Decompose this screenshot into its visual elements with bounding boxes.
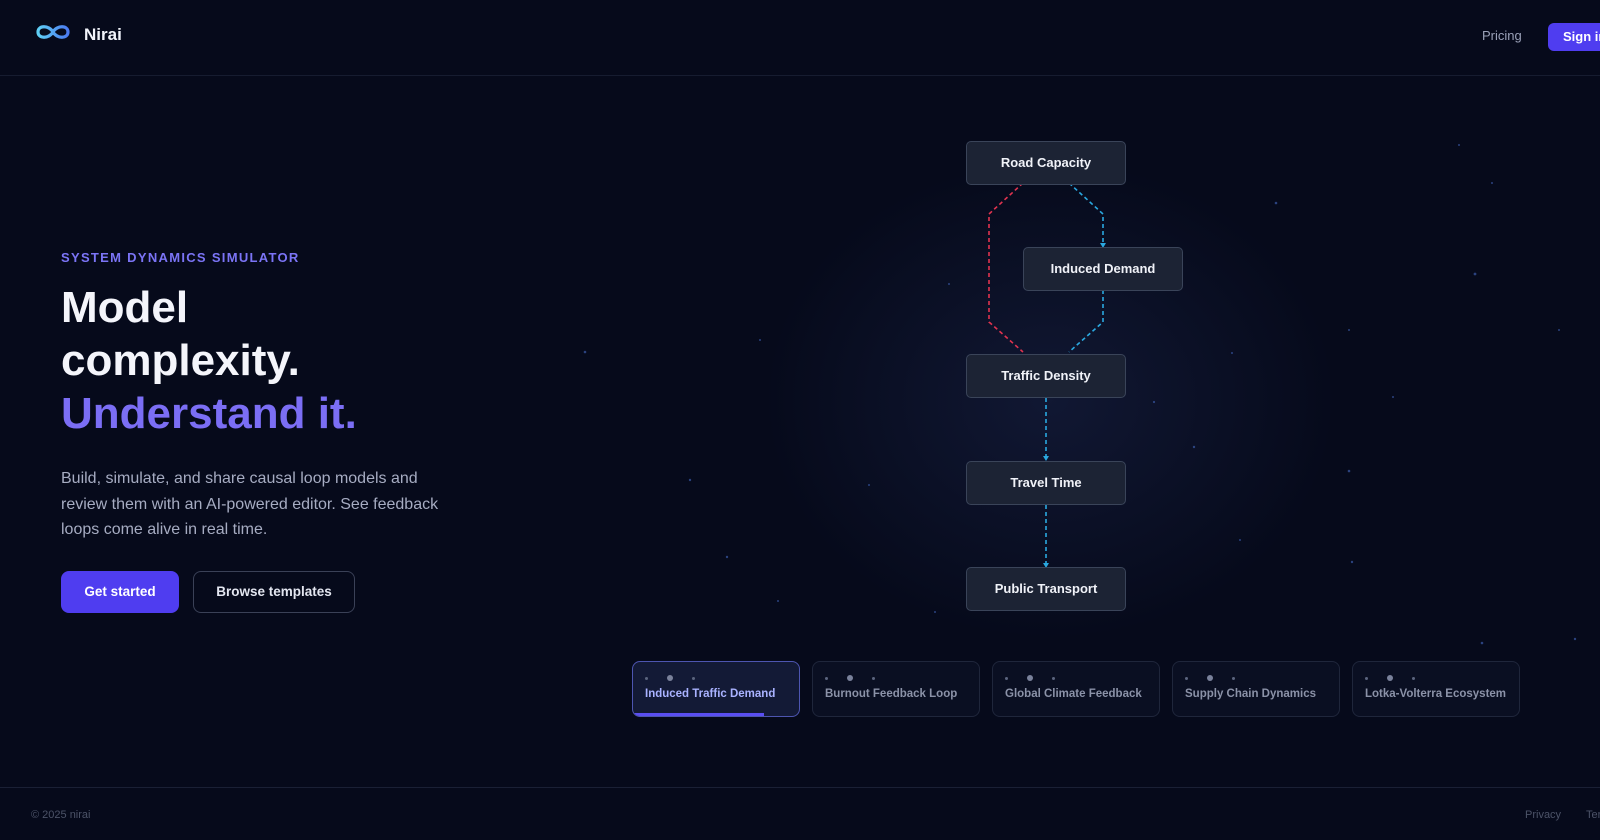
hero-description: Build, simulate, and share causal loop m… [61,470,439,538]
browse-templates-button[interactable]: Browse templates [193,571,355,613]
get-started-button[interactable]: Get started [61,571,179,613]
top-navigation-bar: Nirai Pricing Sign in [0,0,1600,76]
footer: © 2025 nirai Privacy Terms [0,787,1600,840]
template-tab[interactable]: Induced Traffic Demand [632,661,800,717]
copyright-text: © 2025 nirai [31,809,91,821]
node-traffic-density[interactable]: Traffic Density [966,354,1126,398]
star-field [583,144,1577,645]
link-capacity-to-density [988,182,1024,353]
node-induced-demand[interactable]: Induced Demand [1023,247,1183,291]
template-progress-bar [633,713,764,716]
nav-pricing-link[interactable]: Pricing [1482,28,1522,43]
template-tab[interactable]: Burnout Feedback Loop [812,661,980,717]
template-tab-label: Global Climate Feedback [1005,688,1142,700]
headline-line-2: complexity. [61,336,300,385]
hero-headline: Model complexity. Understand it. [61,281,521,440]
template-tab[interactable]: Global Climate Feedback [992,661,1160,717]
template-tab-label: Supply Chain Dynamics [1185,688,1317,700]
template-tab-label: Lotka-Volterra Ecosystem [1365,688,1507,700]
hero-section: SYSTEM DYNAMICS SIMULATOR Model complexi… [61,250,521,543]
node-road-capacity[interactable]: Road Capacity [966,141,1126,185]
node-public-transport[interactable]: Public Transport [966,567,1126,611]
mini-graph-icon [645,675,714,681]
footer-privacy-link[interactable]: Privacy [1525,809,1562,821]
infinity-logo-icon [34,22,72,47]
headline-accent: Understand it. [61,389,357,438]
brand-name: Nirai [84,24,122,44]
template-tab[interactable]: Lotka-Volterra Ecosystem [1352,661,1520,717]
arrowhead [1100,243,1106,248]
mini-graph-icon [1365,675,1434,681]
template-tab[interactable]: Supply Chain Dynamics [1172,661,1340,717]
arrowhead [1043,456,1049,461]
hero-eyebrow: SYSTEM DYNAMICS SIMULATOR [61,250,300,265]
template-tab-label: Induced Traffic Demand [645,688,776,700]
node-travel-time[interactable]: Travel Time [966,461,1126,505]
link-demand-to-density [1068,290,1104,353]
mini-graph-icon [1005,675,1074,681]
sign-in-button[interactable]: Sign in [1548,23,1600,51]
footer-terms-link[interactable]: Terms [1586,809,1600,821]
brand[interactable]: Nirai [34,22,122,47]
mini-graph-icon [825,675,894,681]
link-capacity-to-demand [1068,182,1104,245]
template-tab-label: Burnout Feedback Loop [825,688,958,700]
arrowhead [1043,563,1049,568]
template-tabs: Induced Traffic Demand Burnout Feedback … [632,661,1532,717]
headline-line-1: Model [61,283,189,332]
mini-graph-icon [1185,675,1254,681]
